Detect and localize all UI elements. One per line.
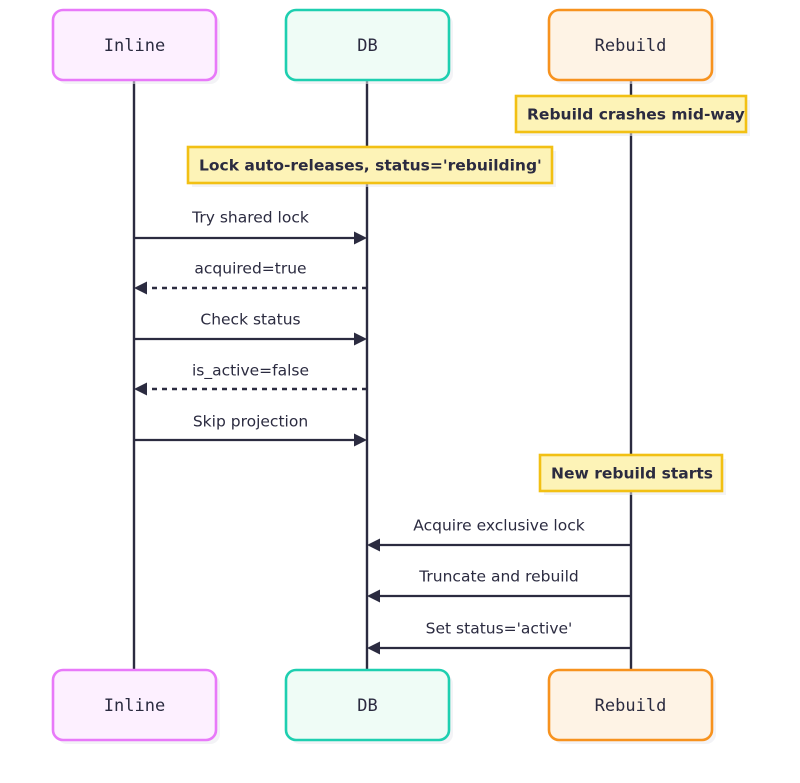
participant-inline-footer[interactable]: Inline [51,668,220,744]
note-rebuild-crash[interactable]: Rebuild crashes mid-way [514,94,750,136]
participant-label-inline: Inline [104,36,165,56]
message-arrowhead [354,231,367,245]
message-label: Acquire exclusive lock [413,517,584,535]
message-msg-set-status-active[interactable]: Set status='active' [367,620,631,655]
message-label: Set status='active' [426,620,573,638]
note-label: Rebuild crashes mid-way [527,106,745,124]
message-arrowhead [367,538,380,552]
message-msg-acquired-true[interactable]: acquired=true [134,260,367,295]
note-label: New rebuild starts [551,465,713,483]
message-arrowhead [367,641,380,655]
message-msg-acquire-exclusive-lock[interactable]: Acquire exclusive lock [367,517,631,552]
note-lock-autorelease[interactable]: Lock auto-releases, status='rebuilding' [186,145,556,187]
participant-box-db[interactable] [284,8,451,82]
participant-label-inline: Inline [104,696,165,716]
note-new-rebuild[interactable]: New rebuild starts [538,453,726,495]
message-msg-skip-projection[interactable]: Skip projection [134,413,367,447]
participant-label-db: DB [357,696,377,716]
note-box[interactable] [514,94,748,134]
participant-inline-header[interactable]: Inline [51,8,220,84]
participant-footer-layer: Inline DB Rebuild [51,668,716,744]
participant-box-rebuild[interactable] [547,668,714,742]
message-label: Check status [200,311,300,329]
participant-db-footer[interactable]: DB [284,668,453,744]
note-box[interactable] [538,453,724,493]
note-box[interactable] [186,145,554,185]
participant-box-db[interactable] [284,668,451,742]
participant-label-db: DB [357,36,377,56]
note-label: Lock auto-releases, status='rebuilding' [199,157,542,175]
message-label: Skip projection [193,413,308,431]
message-arrowhead [367,589,380,603]
participant-rebuild-header[interactable]: Rebuild [547,8,716,84]
participant-box-rebuild[interactable] [547,8,714,82]
participant-box-inline[interactable] [51,668,218,742]
message-arrowhead [134,281,147,295]
participant-db-header[interactable]: DB [284,8,453,84]
message-label: Truncate and rebuild [418,568,579,586]
participant-label-rebuild: Rebuild [595,36,667,56]
participant-header-layer: Inline DB Rebuild [51,8,716,84]
message-msg-is-active-false[interactable]: is_active=false [134,362,367,396]
message-arrowhead [354,433,367,447]
participant-box-inline[interactable] [51,8,218,82]
message-msg-check-status[interactable]: Check status [134,311,367,346]
participant-rebuild-footer[interactable]: Rebuild [547,668,716,744]
message-msg-try-shared-lock[interactable]: Try shared lock [134,209,367,245]
message-msg-truncate-and-rebuild[interactable]: Truncate and rebuild [367,568,631,603]
participant-label-rebuild: Rebuild [595,696,667,716]
message-label: is_active=false [192,362,309,381]
message-arrowhead [134,382,147,396]
message-label: Try shared lock [191,209,309,227]
message-label: acquired=true [194,260,306,278]
message-arrowhead [354,332,367,346]
